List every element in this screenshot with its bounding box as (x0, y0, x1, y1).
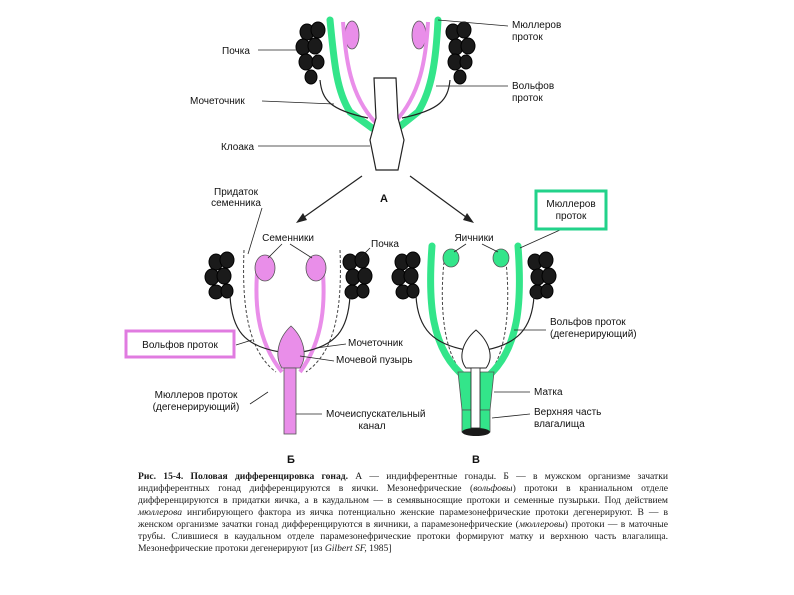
label-a-wolff-2: проток (512, 93, 543, 104)
caption-text-a: А — индифферентные гонады. (348, 471, 504, 482)
panel-b-letter: Б (287, 454, 295, 466)
panel-c-muller-duct-left (427, 242, 470, 382)
panel-b-ureter-left (229, 295, 281, 353)
panel-a-muller-duct-right (393, 21, 430, 124)
panel-b-testis-left (254, 254, 276, 282)
caption-text-d: ингибирующего фактора из яичка потенциал… (182, 507, 638, 518)
panel-a-diagram (258, 16, 509, 223)
panel-b-urethra (283, 367, 297, 435)
label-c-wolff-1: Вольфов проток (550, 316, 626, 328)
panel-b-diagram (204, 207, 373, 435)
label-c-ovaries: Яичники (454, 233, 493, 244)
label-b-bladder: Мочевой пузырь (336, 355, 413, 366)
panel-a-kidney-right (445, 21, 476, 85)
panel-b-kidney-left (204, 251, 235, 300)
caption-muller-italic-2: мюллеровы (518, 519, 565, 530)
label-a-kidney: Почка (222, 46, 250, 57)
caption-text-g: 1985] (366, 543, 392, 554)
label-a-ureter: Мочеточник (190, 96, 245, 107)
label-b-urethra-2: канал (358, 421, 385, 432)
panel-c-wolff-duct-left (441, 261, 463, 373)
label-a-muller-1: Мюллеров (512, 20, 561, 31)
panel-a-wolff-duct-left (326, 16, 376, 132)
label-c-vagina-1: Верхняя часть (534, 407, 601, 418)
label-b-muller-1: Мюллеров проток (155, 390, 238, 401)
panel-c-wolff-duct-right (489, 261, 509, 373)
panel-c-kidney-right (527, 251, 557, 300)
label-a-wolff-1: Вольфов (512, 80, 554, 92)
panel-b-bladder (277, 325, 305, 369)
caption-text-c: ) протоки в краниальном отделе дифференц… (138, 483, 668, 506)
label-c-uterus: Матка (534, 387, 563, 398)
panel-a-muller-duct-left (341, 21, 377, 124)
caption-text-f: ) протоки — в маточные трубы. Слившиеся … (138, 519, 669, 554)
label-c-wolff-2: (дегенерирующий) (550, 329, 637, 340)
label-b-urethra-1: Мочеиспускательный (326, 409, 425, 420)
panel-c-kidney-left (391, 251, 421, 300)
panel-c-ovary-right (492, 248, 510, 268)
label-c-muller-boxed-2: проток (556, 211, 587, 222)
label-c-vagina-2: влагалища (534, 419, 585, 430)
label-b-muller-2: (дегенерирующий) (153, 402, 240, 413)
panel-c-bladder (461, 329, 491, 369)
panel-c-vaginal-opening (462, 428, 490, 436)
figure-caption: Рис. 15-4. Половая дифференцировка гонад… (138, 471, 668, 555)
label-b-ureter: Мочеточник (348, 338, 403, 349)
panel-a-gonad-right (411, 20, 427, 50)
panel-b-testis-right (305, 254, 327, 282)
highlight-box-muller-female (534, 189, 608, 231)
caption-wolff-italic: вольфовы (473, 483, 513, 494)
panel-c-ureter-left (415, 295, 467, 351)
caption-text-b: Б — в мужском организме зачатки индиффер… (138, 471, 669, 494)
panel-a-letter: А (380, 193, 388, 205)
panel-c-urethra (470, 367, 481, 429)
caption-text-e: В — в женском организме зачатки гонад ди… (138, 507, 668, 530)
label-b-kidney: Почка (371, 239, 399, 250)
panel-c-ovary-left (442, 248, 460, 268)
panel-a-ureter-right (401, 79, 451, 119)
panel-a-cloaca (369, 77, 405, 171)
panel-b-ureter-right (301, 295, 351, 353)
panel-a-kidney-left (295, 21, 326, 85)
label-b-testes: Семенники (262, 233, 314, 244)
label-b-epididymis-1: Придаток (214, 187, 259, 198)
caption-fig-label: Рис. 15-4. Половая дифференцировка гонад… (138, 471, 349, 482)
label-a-cloaca: Клоака (221, 142, 254, 153)
panel-b-muller-duct-right (305, 249, 341, 373)
caption-source-italic: Gilbert SF, (324, 543, 367, 554)
label-b-wolff-boxed: Вольфов проток (142, 339, 218, 351)
panel-b-kidney-right (342, 251, 373, 300)
caption-muller-italic: мюллерова (138, 507, 183, 518)
panel-b-muller-duct-left (243, 249, 277, 373)
label-c-muller-boxed-1: Мюллеров (546, 199, 595, 210)
panel-a-ureter-left (319, 79, 369, 119)
panel-a-wolff-duct-right (394, 16, 442, 132)
panel-c-muller-duct-right (482, 242, 523, 382)
panel-c-ureter-right (485, 295, 535, 351)
label-a-muller-2: проток (512, 32, 543, 43)
panel-c-letter: В (472, 454, 480, 466)
highlight-box-wolff-male (124, 329, 236, 359)
panel-c-diagram (391, 229, 561, 436)
label-b-epididymis-2: семенника (211, 198, 261, 209)
